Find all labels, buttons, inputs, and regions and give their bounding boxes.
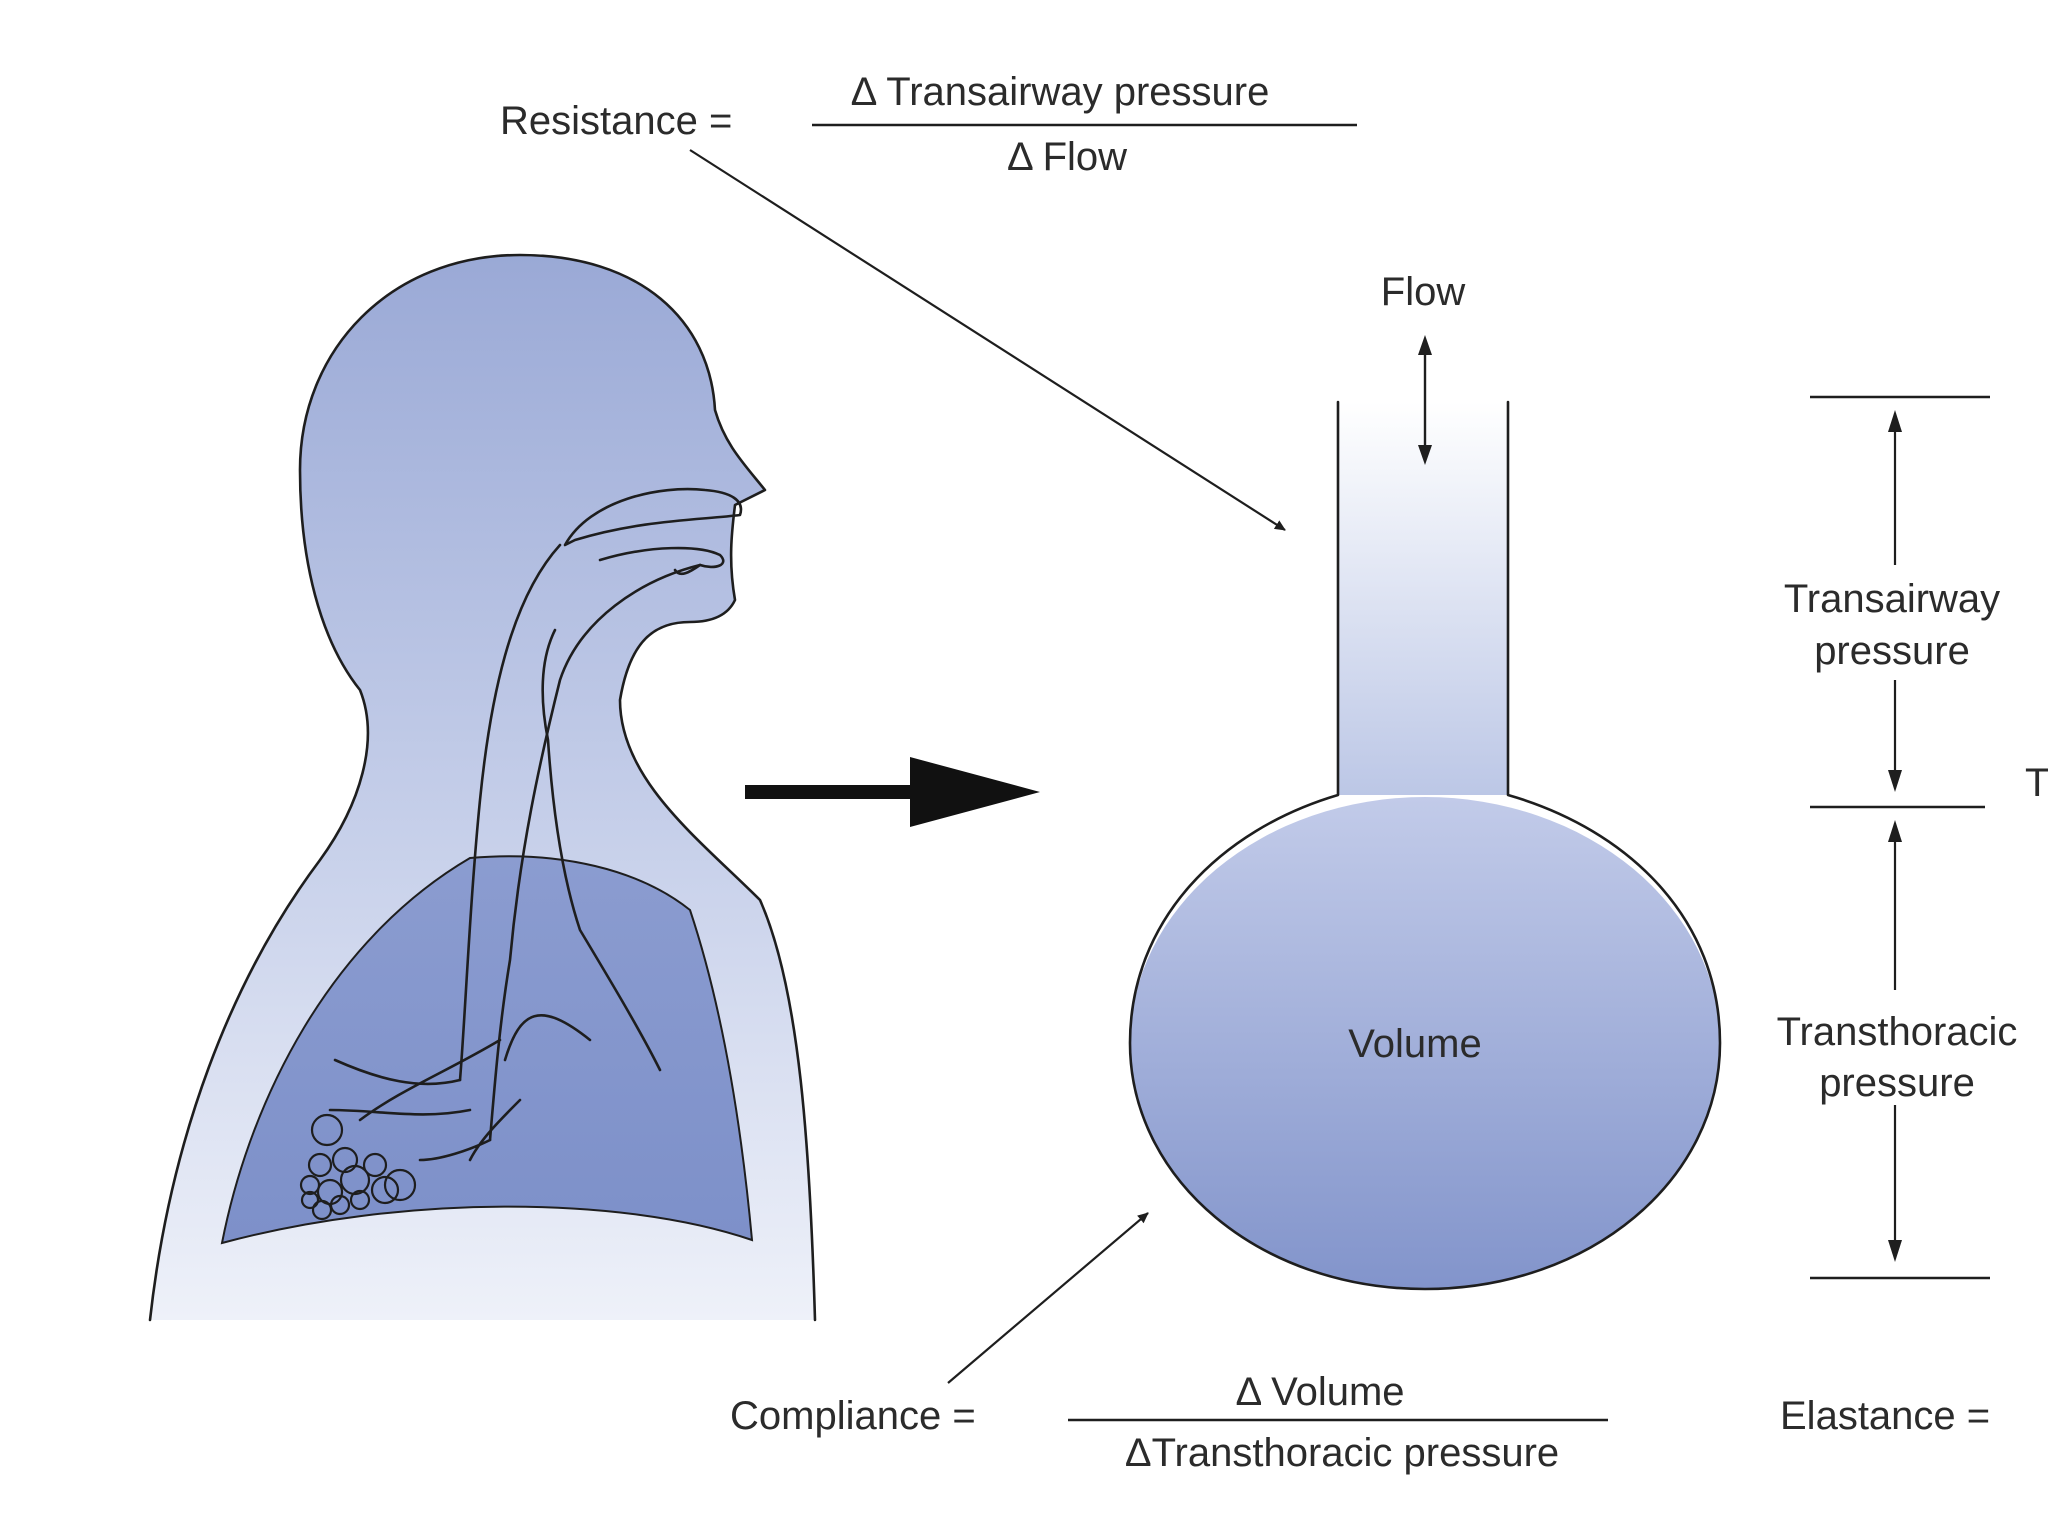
- model-arrow: [745, 757, 1040, 827]
- bronchi-branches: [358, 1014, 592, 1162]
- bronchus-left: [328, 1058, 472, 1116]
- trachea-inner: [541, 628, 662, 1072]
- resistance-pointer-arrow: [689, 149, 1286, 531]
- compliance-pointer-arrow: [947, 1212, 1149, 1384]
- resistance-denominator: Δ Flow: [1007, 135, 1127, 179]
- volume-label: Volume: [1348, 1022, 1481, 1066]
- resistance-numerator: Δ Transairway pressure: [851, 70, 1270, 114]
- model-tube: [1338, 402, 1508, 795]
- pharynx: [458, 543, 562, 1082]
- flow-label: Flow: [1381, 270, 1466, 314]
- compliance-denominator: ΔTransthoracic pressure: [1125, 1431, 1559, 1475]
- resistance-lhs: Resistance =: [500, 99, 732, 143]
- model-outline: [1128, 400, 1722, 1291]
- compliance-numerator: Δ Volume: [1235, 1370, 1404, 1414]
- elastance-lhs: Elastance =: [1780, 1394, 1990, 1438]
- resistance-formula: Resistance = Δ Transairway pressure Δ Fl…: [500, 70, 1357, 179]
- flow-double-arrow: [1418, 335, 1432, 465]
- transthoracic-label-line1: Transthoracic: [1777, 1010, 2018, 1054]
- body-outline: [148, 253, 817, 1322]
- alveoli-cluster: [299, 1113, 417, 1221]
- human-figure: [148, 253, 817, 1322]
- cut-off-label: T: [2025, 761, 2048, 805]
- nasal-cavity: [563, 487, 743, 547]
- lungs: [220, 855, 754, 1245]
- transairway-label-line2: pressure: [1814, 629, 1970, 673]
- balloon-model: Volume: [1128, 400, 1722, 1291]
- model-bulb: [1130, 797, 1720, 1289]
- transthoracic-label-line2: pressure: [1819, 1061, 1975, 1105]
- transairway-label-line1: Transairway: [1784, 577, 2000, 621]
- pressure-scale: Transairway pressure Transthoracic press…: [1777, 395, 2048, 1280]
- oral-passage: [598, 546, 725, 576]
- compliance-formula: Compliance = Δ Volume ΔTransthoracic pre…: [730, 1370, 1608, 1475]
- compliance-lhs: Compliance =: [730, 1394, 976, 1438]
